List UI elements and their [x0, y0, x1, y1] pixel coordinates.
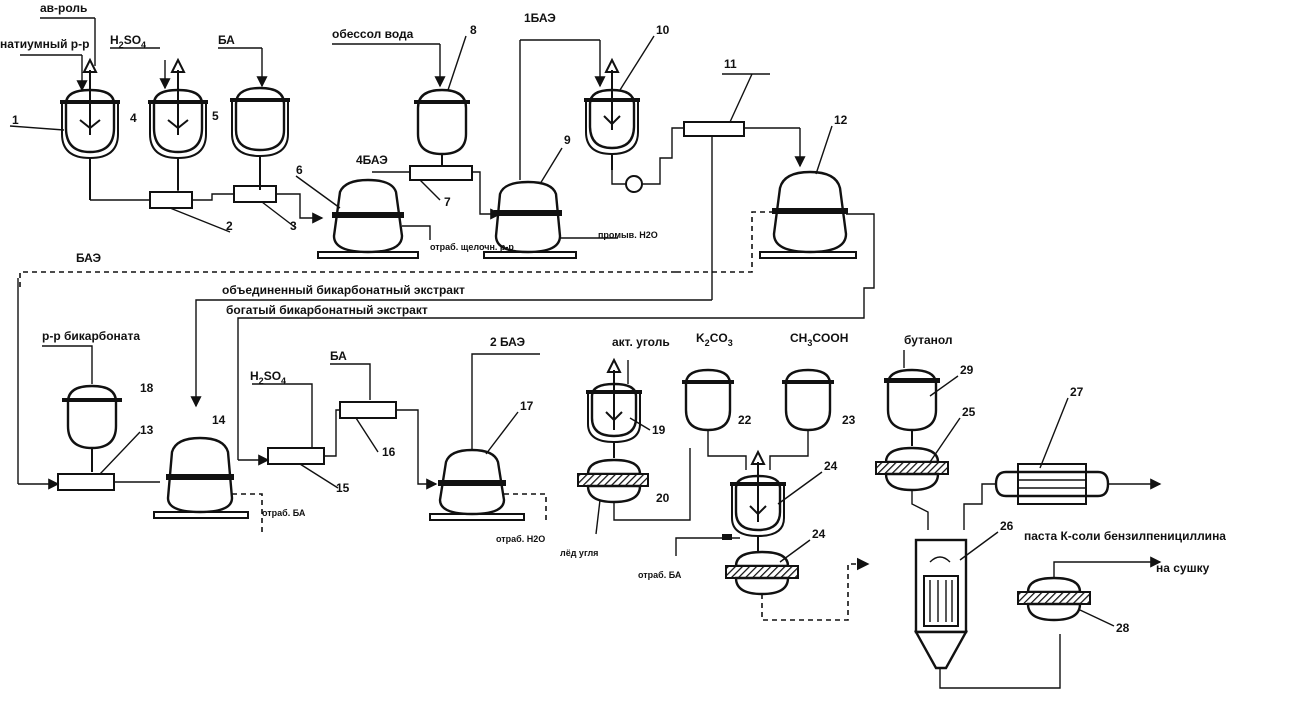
number-23: 23	[842, 413, 856, 427]
label-akt-ugol: акт. уголь	[612, 335, 670, 349]
label-otrab-h2o: отраб. Н2О	[496, 534, 545, 544]
vessel-18	[42, 345, 122, 472]
number-20: 20	[656, 491, 670, 505]
number-13: 13	[140, 423, 154, 437]
number-9: 9	[564, 133, 571, 147]
label-1baz: 1БАЭ	[524, 11, 556, 25]
label-2baz: 2 БАЭ	[490, 335, 526, 349]
number-24a: 24	[824, 459, 838, 473]
label-k2co3: K2CO3	[696, 331, 733, 348]
label-natiumny: натиумный р-р	[0, 37, 89, 51]
label-ba-mid: БА	[330, 349, 347, 363]
number-27: 27	[1070, 385, 1084, 399]
number-26: 26	[1000, 519, 1014, 533]
vessel-22	[682, 368, 747, 470]
pump	[625, 175, 643, 193]
label-h2so4-mid: H2SO4	[250, 369, 286, 386]
label-bicarb: р-р бикарбоната	[42, 329, 140, 343]
number-22: 22	[738, 413, 752, 427]
number-16: 16	[382, 445, 396, 459]
mixer-13	[57, 473, 115, 491]
number-19: 19	[652, 423, 666, 437]
label-top-cut: ав-роль	[40, 1, 87, 15]
number-25: 25	[962, 405, 976, 419]
label-pasta: паста К-соли бензилпенициллина	[1024, 529, 1226, 543]
vessel-29	[884, 350, 940, 446]
reactor-4	[148, 57, 208, 190]
reactor-19	[586, 357, 642, 458]
number-4: 4	[130, 111, 137, 125]
label-ch3cooh: CH3COOH	[790, 331, 848, 348]
label-butanol: бутанол	[904, 333, 953, 347]
label-obessol: обессол вода	[332, 27, 414, 41]
number-17: 17	[520, 399, 534, 413]
label-4baz: 4БАЭ	[356, 153, 388, 167]
separator-17	[429, 353, 547, 524]
label-promyv: промыв. Н2О	[598, 230, 658, 240]
number-14: 14	[212, 413, 226, 427]
number-28: 28	[1116, 621, 1130, 635]
mixer-15	[267, 447, 325, 465]
filter-24-lower	[675, 534, 870, 621]
label-otrab-ba2: отраб. БА	[638, 570, 682, 580]
mixer-2	[149, 191, 193, 209]
label-otrab-ba1: отраб. БА	[262, 508, 306, 518]
separator-12	[676, 170, 875, 282]
number-12: 12	[834, 113, 848, 127]
label-baz-left: БАЭ	[76, 251, 102, 265]
label-combined: объединенный бикарбонатный экстракт	[222, 283, 465, 297]
number-29: 29	[960, 363, 974, 377]
number-8: 8	[470, 23, 477, 37]
number-10: 10	[656, 23, 670, 37]
heat-exchanger-27	[963, 463, 1162, 530]
separator-14	[153, 436, 263, 536]
mixer-3	[233, 185, 277, 203]
label-bogatyi: богатый бикарбонатный экстракт	[226, 303, 428, 317]
number-3: 3	[290, 219, 297, 233]
number-6: 6	[296, 163, 303, 177]
number-2: 2	[226, 219, 233, 233]
mixer-7	[409, 165, 473, 181]
mixer-16	[339, 401, 397, 419]
label-h2so4-top: H2SO4	[110, 33, 146, 50]
vessel-8	[332, 43, 470, 166]
reactor-1	[60, 57, 120, 200]
number-5: 5	[212, 109, 219, 123]
column-26	[913, 538, 1061, 689]
number-18: 18	[140, 381, 154, 395]
filter-25	[875, 446, 949, 530]
number-1: 1	[12, 113, 19, 127]
vessel-5	[230, 86, 290, 190]
mixer-11	[683, 121, 745, 137]
number-15: 15	[336, 481, 350, 495]
separator-6	[317, 178, 431, 259]
reactor-10	[584, 57, 640, 170]
number-11: 11	[724, 57, 737, 71]
equipment-numbers: 1 4 5 2 3 6 7 8 9 10 11 12 18 13 14 15 1…	[9, 23, 1130, 635]
number-24b: 24	[812, 527, 826, 541]
vessel-23	[769, 368, 834, 470]
label-ba-top: БА	[218, 33, 235, 47]
label-otrab-right: отраб. щелочн. р-р	[430, 242, 514, 252]
number-7: 7	[444, 195, 451, 209]
filter-20	[577, 448, 691, 535]
separator-9	[483, 39, 618, 259]
label-led-ugol: лёд угля	[560, 548, 598, 558]
label-na-sushku: на сушку	[1156, 561, 1210, 575]
filter-28	[1017, 556, 1162, 622]
reactor-24-upper	[730, 449, 786, 552]
